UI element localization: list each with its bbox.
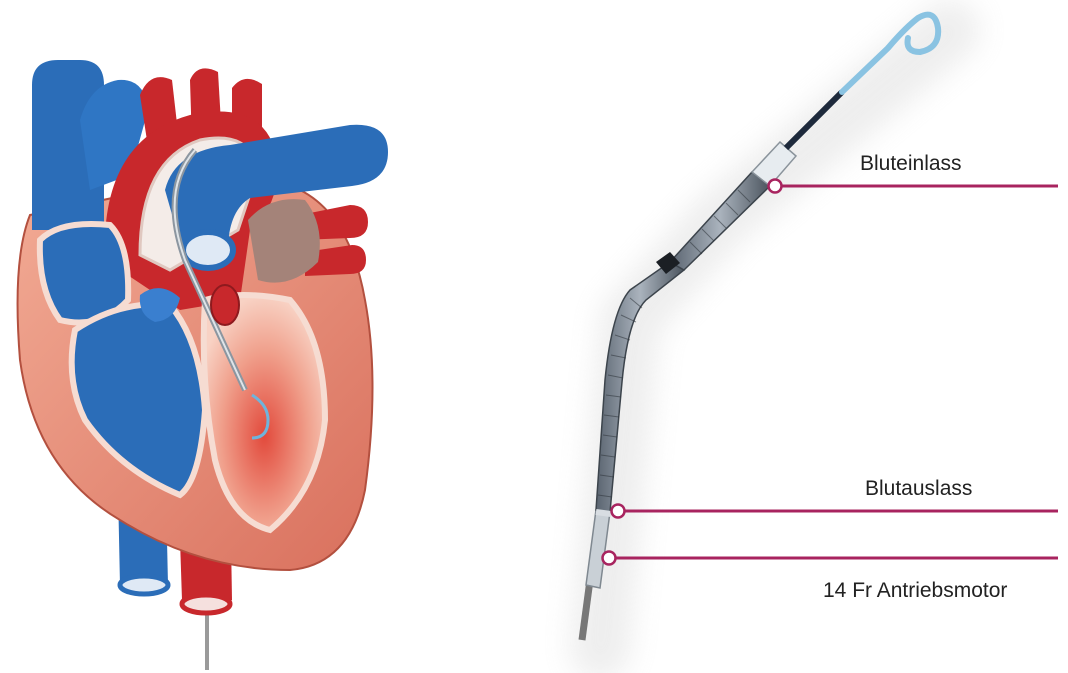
drive-motor-label: 14 Fr Antriebsmotor: [823, 580, 1007, 601]
outlet-ring: [596, 512, 611, 514]
motor-callout-marker: [603, 552, 616, 565]
inlet-callout-marker: [769, 180, 782, 193]
outlet-callout-marker: [612, 505, 625, 518]
blood-outlet-label: Blutauslass: [865, 478, 972, 499]
blood-inlet-label: Bluteinlass: [860, 153, 962, 174]
